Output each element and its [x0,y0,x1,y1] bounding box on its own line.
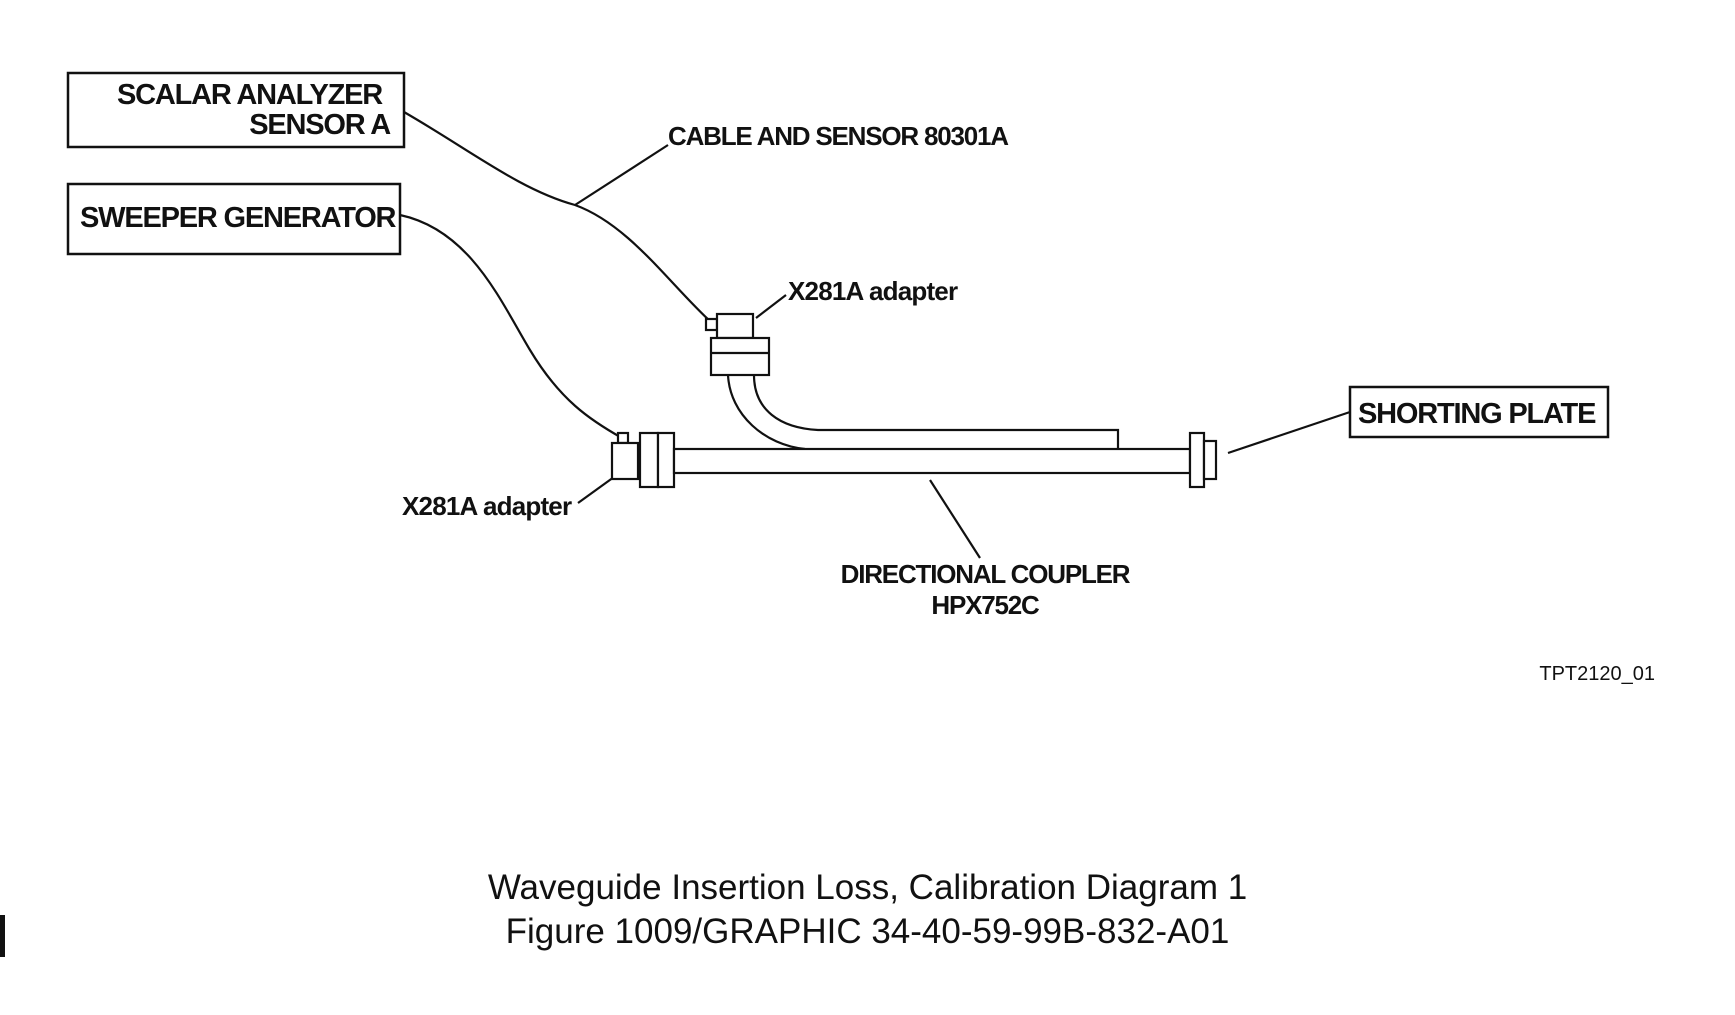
cable-sensor-label: CABLE AND SENSOR 80301A [668,121,1009,151]
sweeper-generator-label: SWEEPER GENERATOR [80,202,397,234]
shorting-plate-leader [1227,410,1351,455]
adapter-bottom-leader [577,476,615,504]
x281a-adapter-bottom [610,431,640,481]
figure-number: Figure 1009/GRAPHIC 34-40-59-99B-832-A01 [505,912,1230,951]
revision-bar [0,915,5,957]
x281a-adapter-top [704,312,771,377]
coupler-model-label: HPX752C [931,590,1040,620]
adapter-top-leader [755,294,787,319]
shorting-plate-label: SHORTING PLATE [1358,398,1596,430]
sensor-a-label: SENSOR A [249,109,391,141]
sweeper-cable [399,213,623,439]
coupler-side-arm [726,374,1120,451]
cable-sensor-leader [574,144,669,206]
shorting-plate-box: SHORTING PLATE [1348,385,1610,439]
adapter-top-label: X281A adapter [788,276,958,306]
figure-title: Waveguide Insertion Loss, Calibration Di… [487,868,1248,907]
graphic-reference-code: TPT2120_01 [1539,663,1655,685]
directional-coupler-leader [929,479,981,559]
adapter-bottom-label: X281A adapter [402,491,572,521]
scalar-analyzer-label: SCALAR ANALYZER [117,79,383,111]
sweeper-generator-box: SWEEPER GENERATOR [66,182,402,256]
sensor-cable [403,111,713,324]
directional-coupler [638,431,1218,489]
directional-coupler-label: DIRECTIONAL COUPLER [841,559,1131,589]
scalar-analyzer-box: SCALAR ANALYZER SENSOR A [66,71,406,149]
